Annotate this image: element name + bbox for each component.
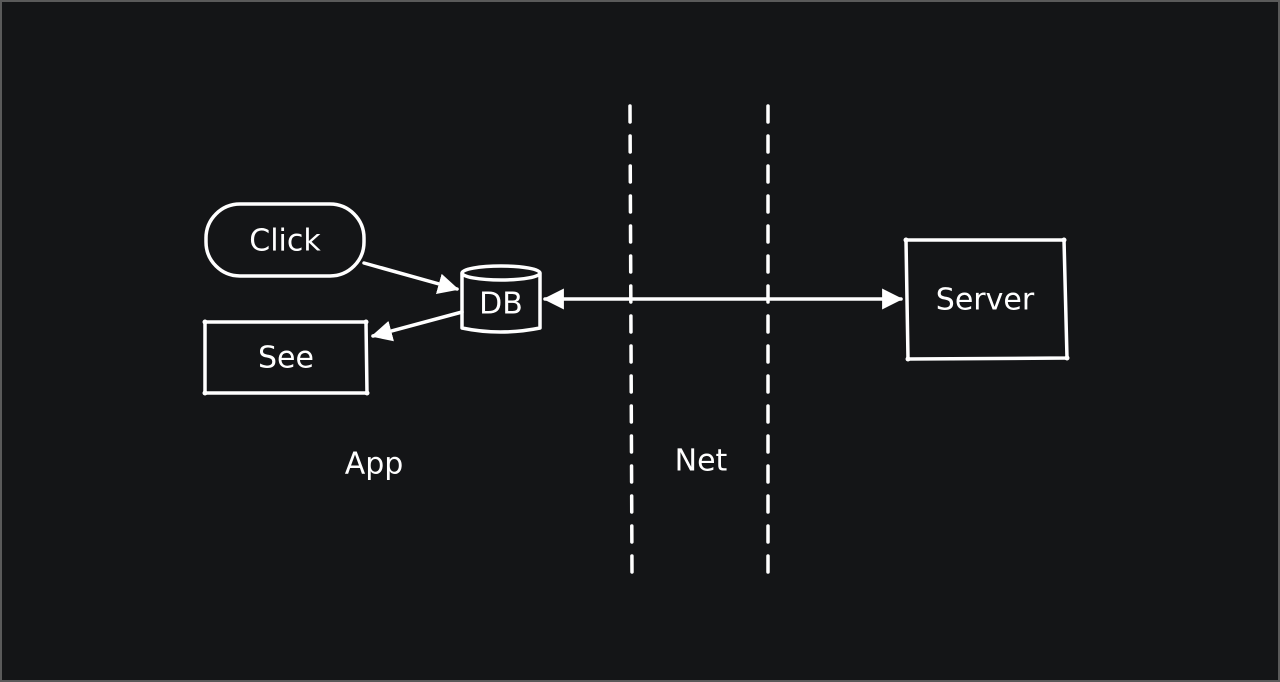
- server-node[interactable]: Server: [903, 237, 1070, 362]
- arrow-db-to-see: [370, 310, 464, 342]
- app-zone-label: App: [345, 447, 404, 482]
- see-label: See: [258, 341, 314, 376]
- db-label: DB: [479, 287, 523, 322]
- server-label: Server: [936, 283, 1035, 318]
- db-node[interactable]: DB: [460, 264, 542, 334]
- net-zone-label: Net: [675, 444, 728, 479]
- arrow-click-to-db: [362, 261, 460, 295]
- net-boundary-left: [628, 104, 634, 576]
- click-node[interactable]: Click: [204, 202, 366, 278]
- see-node[interactable]: See: [202, 319, 370, 396]
- click-label: Click: [249, 224, 321, 259]
